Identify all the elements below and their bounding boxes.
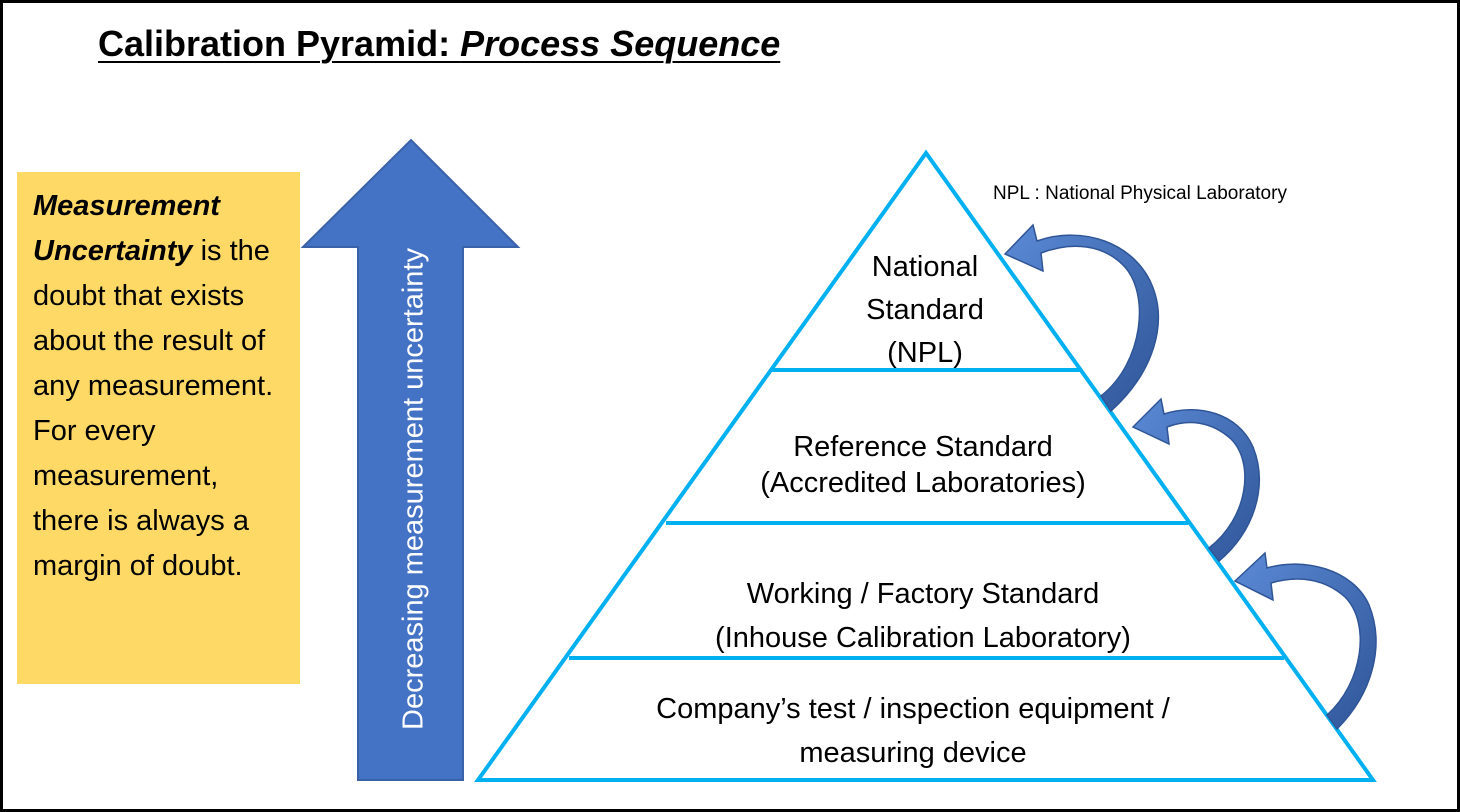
- traceability-arrow-bottom: [1233, 551, 1377, 731]
- pyramid-outline: [474, 149, 1377, 782]
- tier-line: (Inhouse Calibration Laboratory): [715, 622, 1131, 654]
- uncertainty-definition: is the doubt that exists about the resul…: [33, 235, 274, 582]
- arrow-label: Decreasing measurement uncertainty: [397, 248, 430, 730]
- tier-working-standard: Working / Factory Standard (Inhouse Cali…: [623, 572, 1223, 660]
- tier-national-standard: National Standard (NPL): [825, 246, 1025, 375]
- measurement-uncertainty-box: Measurement Uncertainty is the doubt tha…: [17, 172, 300, 684]
- tier-line: Reference Standard: [793, 431, 1053, 463]
- tier-line: (Accredited Laboratories): [760, 467, 1086, 499]
- traceability-arrow-top: [1003, 223, 1159, 413]
- title-main: Calibration Pyramid:: [98, 23, 461, 64]
- tier-company-equipment: Company’s test / inspection equipment / …: [563, 687, 1263, 775]
- tier-line: Standard: [866, 294, 984, 326]
- uncertainty-term: Measurement Uncertainty: [33, 190, 220, 267]
- tier-line: Working / Factory Standard: [746, 578, 1100, 610]
- npl-note: NPL : National Physical Laboratory: [993, 183, 1287, 204]
- tier-line: Company’s test / inspection equipment /: [656, 693, 1170, 725]
- title-italic: Process Sequence: [460, 23, 781, 64]
- tier-line: measuring device: [799, 737, 1027, 769]
- tier-line: National: [871, 251, 979, 283]
- calibration-diagram: [300, 138, 1377, 782]
- traceability-arrow-middle: [1131, 397, 1260, 563]
- slide-title: Calibration Pyramid: Process Sequence: [98, 23, 780, 65]
- tier-reference-standard: Reference Standard (Accredited Laborator…: [673, 429, 1173, 501]
- tier-line: (NPL): [887, 337, 963, 369]
- decreasing-uncertainty-arrow: [300, 138, 521, 781]
